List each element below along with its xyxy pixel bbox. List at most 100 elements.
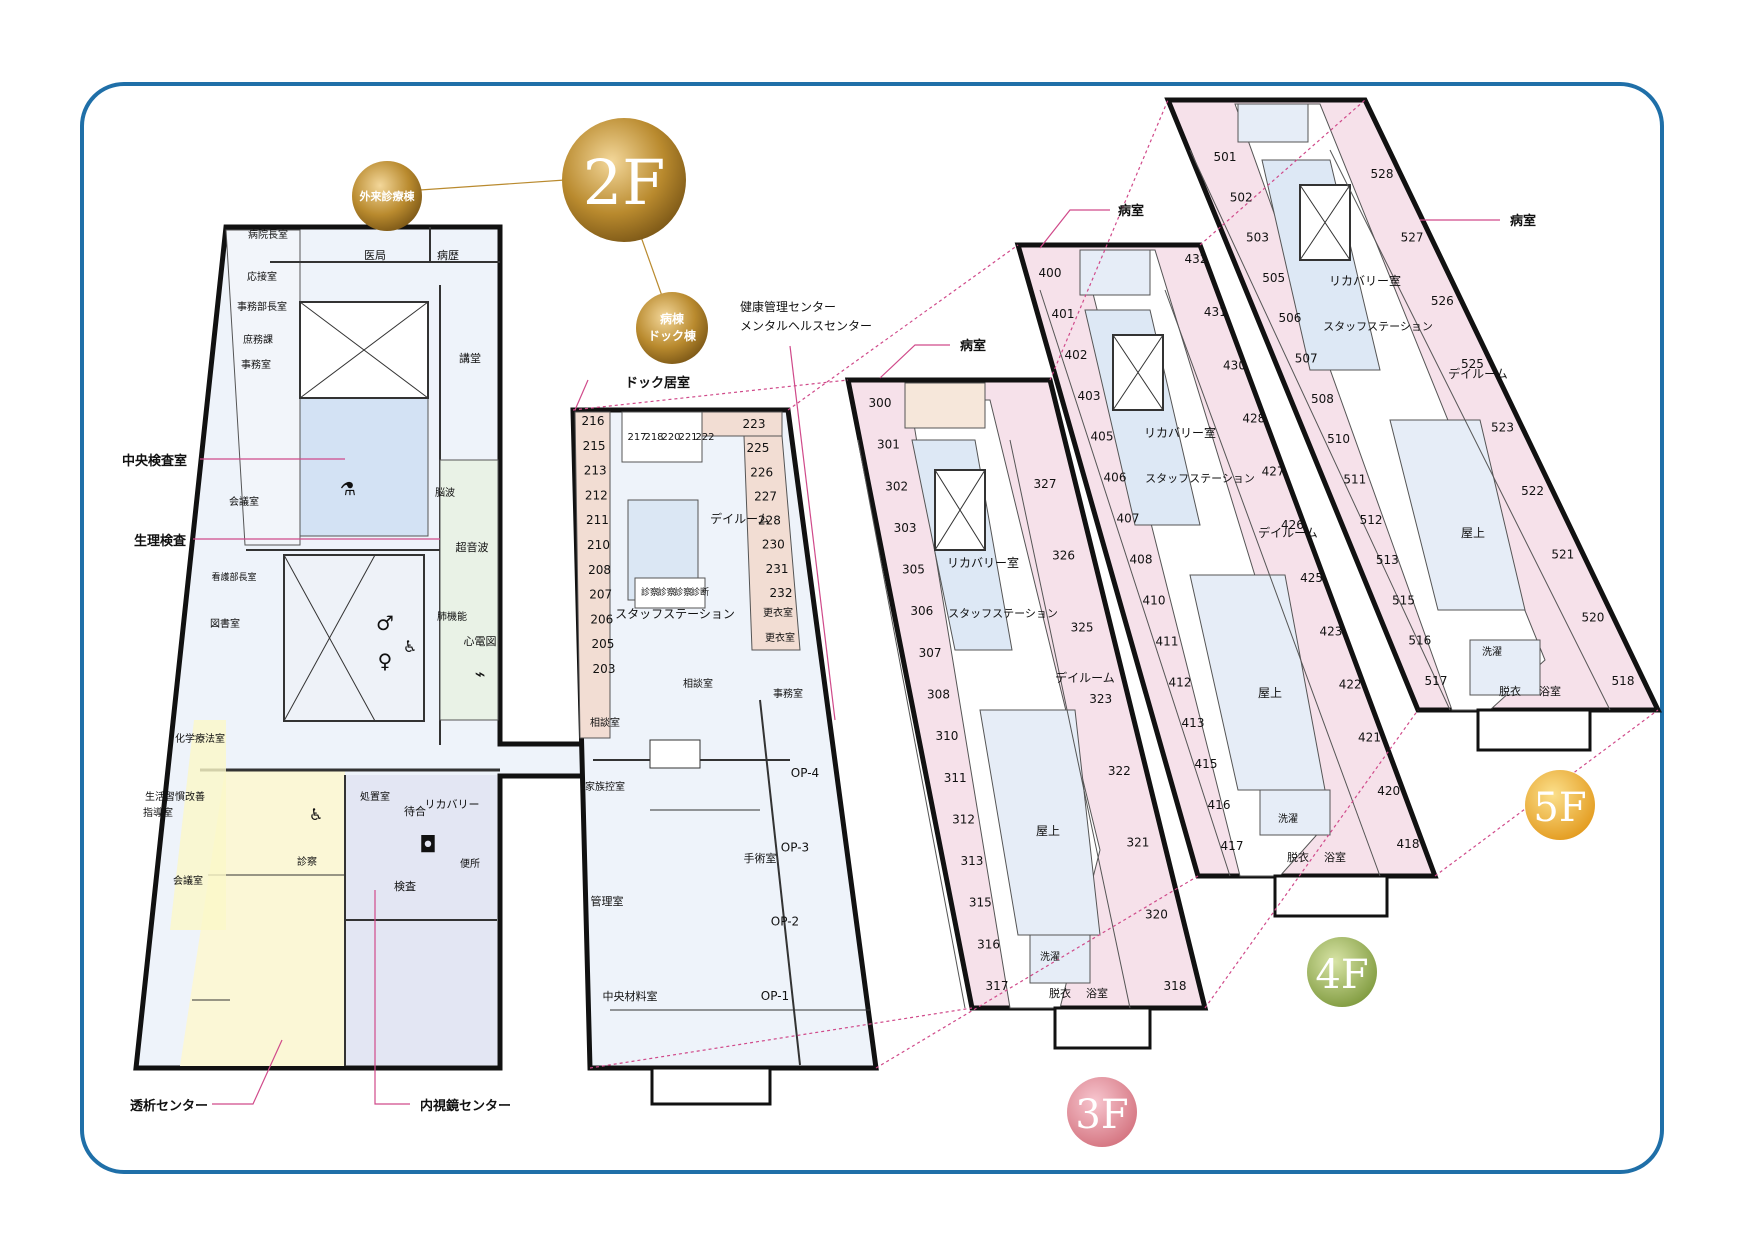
f5-room-number: 522	[1521, 484, 1544, 498]
room-ecg: 心電図	[464, 635, 497, 648]
callout-dialysis: 透析センター	[130, 1098, 208, 1114]
male-toilet-icon: ♂	[376, 611, 394, 635]
f4-room-number: 430	[1223, 358, 1246, 372]
dock-room-number: 230	[762, 538, 785, 552]
room-meeting: 会議室	[173, 874, 203, 887]
dock-room-number: 222	[695, 432, 714, 443]
f4-room-number: 428	[1242, 412, 1265, 426]
f5-rooftop: 屋上	[1461, 526, 1485, 540]
f5-bath: 浴室	[1539, 684, 1561, 698]
f4-wash: 洗濯	[1278, 813, 1298, 825]
dock-management: 管理室	[591, 894, 624, 908]
f4-room-number: 426	[1281, 518, 1304, 532]
f5-room-number: 523	[1491, 421, 1514, 435]
room-waiting: 待合	[404, 804, 426, 818]
badge-2f[interactable]	[562, 118, 686, 242]
f3-room-number: 311	[944, 771, 967, 785]
outpatient-building: 病院長室 応接室 事務部長室 庶務課 事務室 医局 病歴 講堂 会議室 看護部長…	[133, 224, 603, 1071]
f3-staff-station: スタッフステーション	[948, 607, 1058, 620]
f5-undress: 脱衣	[1499, 684, 1521, 698]
room-lifestyle-1: 生活習慣改善	[145, 790, 205, 803]
room-medical: 医局	[364, 249, 386, 262]
f4-room-number: 408	[1130, 553, 1153, 567]
room-inspection: 検査	[394, 879, 416, 893]
ward-labels: デイルーム スタッフステーション 相談室 事務室 更衣室 更衣室 相談室 家族控…	[585, 273, 1561, 1003]
f4-room-number: 407	[1117, 512, 1140, 526]
f4-room-number: 415	[1195, 757, 1218, 771]
f3-undress: 脱衣	[1049, 986, 1071, 1000]
f3-room-number: 300	[869, 396, 892, 410]
floor3-building	[844, 377, 1209, 1050]
f5-staff-station: スタッフステーション	[1323, 320, 1433, 333]
callout-central-lab: 中央検査室	[122, 453, 187, 469]
floor-badges[interactable]: 2F 3F 4F 5F	[562, 118, 1595, 1147]
f5-room-number: 518	[1612, 674, 1635, 688]
dock-room-number: 213	[584, 464, 607, 478]
room-general-affairs: 庶務課	[243, 333, 273, 346]
camera-icon: ◘	[419, 833, 436, 858]
f4-room-number: 405	[1091, 430, 1114, 444]
dock-room-number: 217	[627, 432, 646, 443]
f3-room-number: 315	[969, 896, 992, 910]
badge-3f-label: 3F	[1075, 1092, 1128, 1138]
badge-5f-label: 5F	[1533, 785, 1586, 831]
f4-room-number: 420	[1377, 784, 1400, 798]
f3-room-number: 321	[1126, 836, 1149, 850]
building-badges[interactable]: 外来診療棟 病棟 ドック棟	[352, 161, 708, 364]
f4-bath: 浴室	[1324, 850, 1346, 864]
f3-room-number: 326	[1052, 549, 1075, 563]
dock-room-number: 216	[582, 414, 605, 428]
f3-recovery: リカバリー室	[947, 555, 1019, 570]
dock-room-number: 223	[743, 417, 766, 431]
f5-room-number: 508	[1311, 392, 1334, 406]
dock-room-number: 226	[750, 465, 773, 479]
floor4-building	[1014, 242, 1439, 918]
dock-consult-center: 相談室	[683, 677, 713, 690]
dock-room-number: 218	[644, 432, 663, 443]
dock-room-number: 228	[758, 514, 781, 528]
badge-ward-dock[interactable]	[636, 292, 708, 364]
floor-connectors	[572, 99, 1659, 1069]
badge-outpatient[interactable]	[352, 161, 422, 231]
f4-room-number: 422	[1339, 678, 1362, 692]
badge-2f-label: 2F	[583, 146, 665, 219]
f5-room-number: 520	[1581, 611, 1604, 625]
room-nursing-head: 看護部長室	[211, 571, 256, 583]
f3-room-number: 302	[885, 479, 908, 493]
badge-4f[interactable]	[1307, 937, 1377, 1007]
dock-room-number: 220	[661, 432, 680, 443]
f5-room-number: 515	[1392, 593, 1415, 607]
f3-bath: 浴室	[1086, 986, 1108, 1000]
badge-3f[interactable]	[1067, 1077, 1137, 1147]
f3-room-number: 327	[1034, 477, 1057, 491]
dock-room-number: 208	[588, 563, 611, 577]
f5-room-number: 507	[1295, 352, 1318, 366]
badge-5f[interactable]	[1525, 770, 1595, 840]
dock-room-number: 210	[587, 538, 610, 552]
callout-mental-health: メンタルヘルスセンター	[740, 319, 872, 333]
f4-rooftop: 屋上	[1258, 686, 1282, 700]
room-director: 病院長室	[248, 228, 288, 241]
wheelchair-icon: ♿	[309, 805, 323, 824]
f4-room-number: 402	[1065, 348, 1088, 362]
dock-room-number: 207	[589, 588, 612, 602]
dock-family-waiting: 家族控室	[585, 780, 625, 793]
f5-room-number: 528	[1371, 167, 1394, 181]
f4-room-number: 400	[1039, 266, 1062, 280]
room-lecture: 講堂	[459, 351, 481, 365]
f5-room-number: 503	[1246, 231, 1269, 245]
room-chemo: 化学療法室	[175, 732, 225, 745]
dock-room-number: 205	[591, 637, 614, 651]
consult-room-label: 診察	[641, 586, 659, 598]
f5-room-number: 521	[1551, 547, 1574, 561]
f5-room-number: 511	[1343, 473, 1366, 487]
room-library: 図書室	[210, 617, 240, 630]
f4-staff-station: スタッフステーション	[1145, 472, 1255, 485]
dock-room-number: 215	[583, 439, 606, 453]
f5-room-number: 526	[1431, 294, 1454, 308]
callout-endoscopy: 内視鏡センター	[420, 1098, 511, 1114]
f5-wash: 洗濯	[1482, 646, 1502, 658]
dock-surgery: 手術室	[744, 851, 777, 865]
f3-room-number: 305	[902, 563, 925, 577]
